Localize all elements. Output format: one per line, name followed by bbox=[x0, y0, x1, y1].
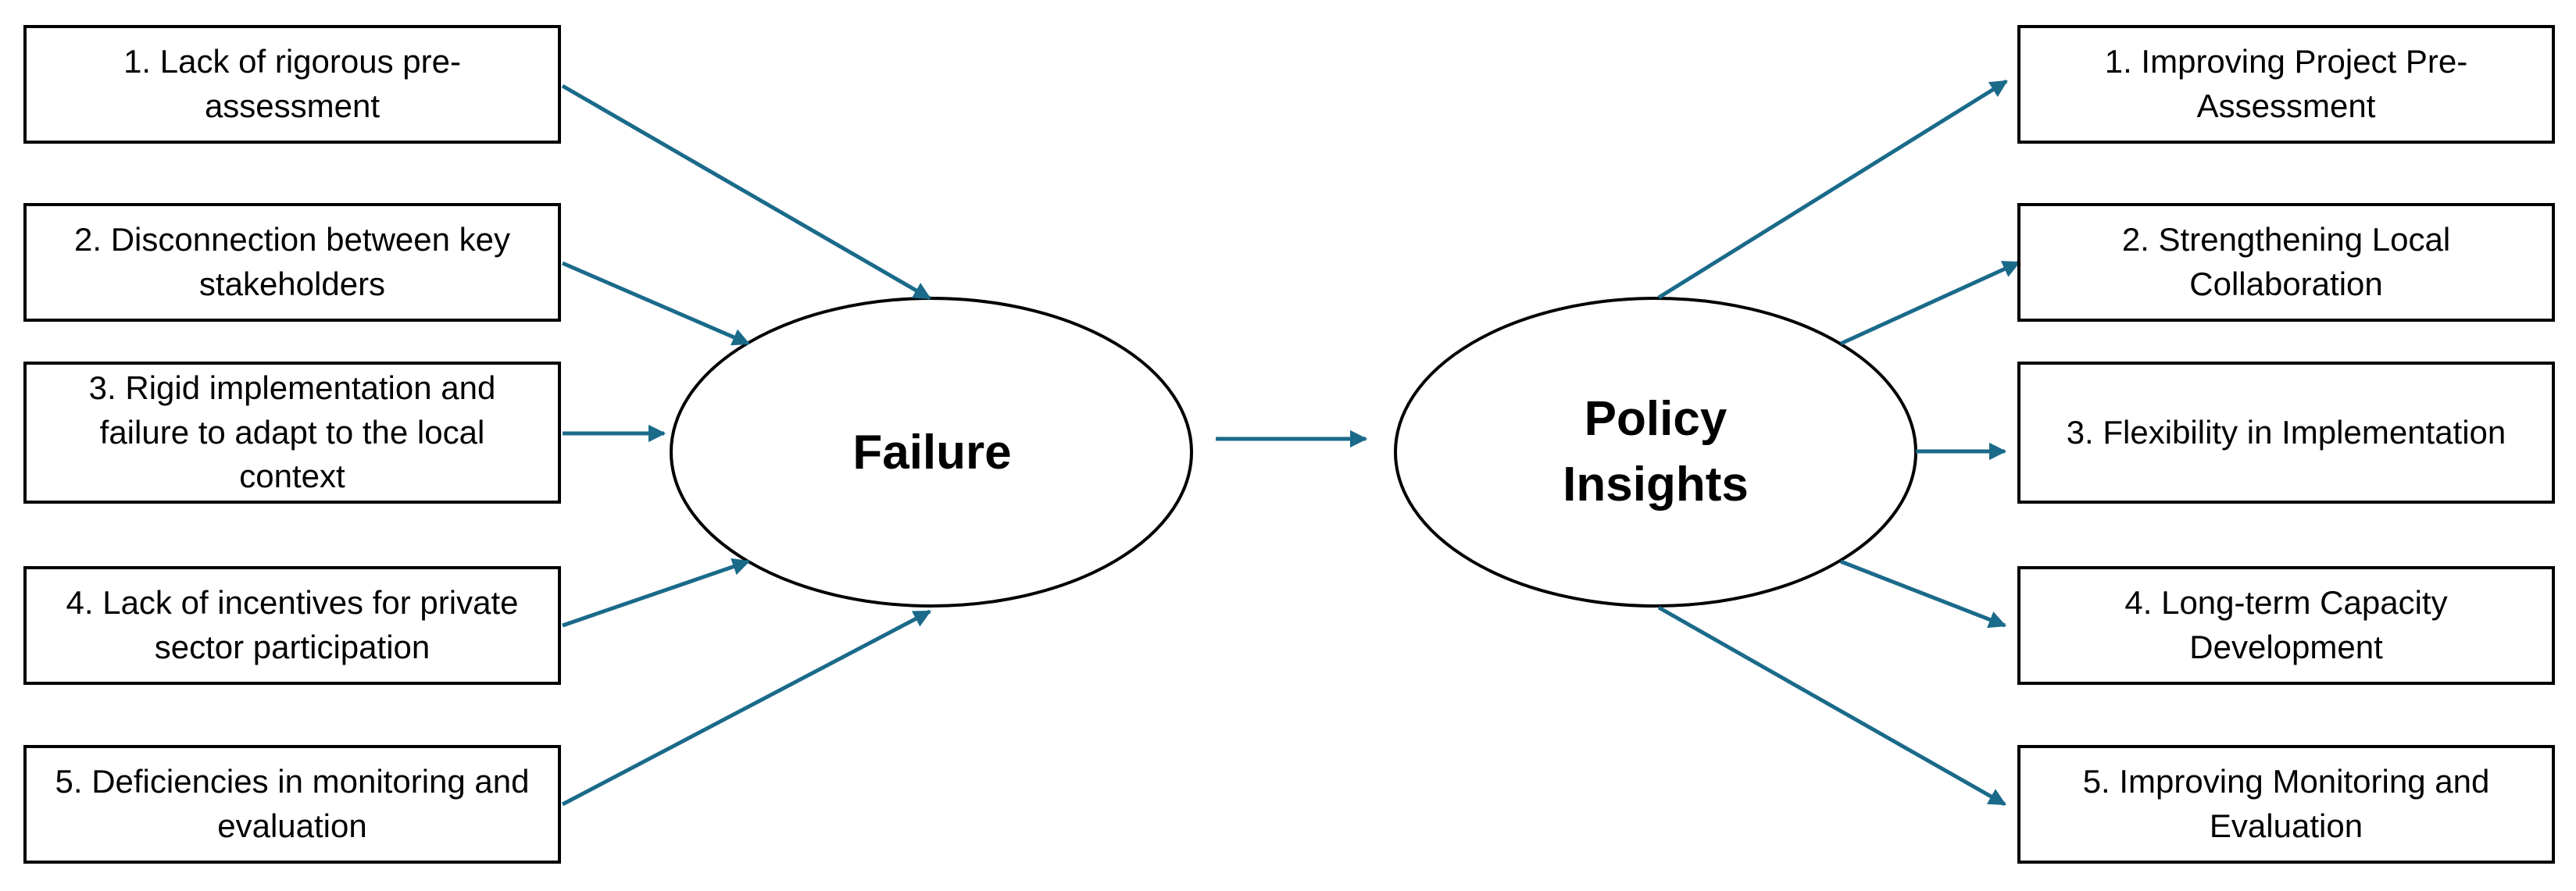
arrow-insight-5 bbox=[1657, 605, 2006, 807]
policy-insight-1: 1. Improving Project Pre-Assessment bbox=[2017, 25, 2555, 144]
failure-factor-3: 3. Rigid implementation and failure to a… bbox=[23, 362, 561, 504]
failure-ellipse bbox=[670, 297, 1193, 608]
arrow-failure-5 bbox=[561, 609, 931, 807]
failure-factor-4: 4. Lack of incentives for private sector… bbox=[23, 566, 561, 685]
arrow-insight-1 bbox=[1657, 79, 2008, 300]
failure-factor-1: 1. Lack of rigorous pre-assessment bbox=[23, 25, 561, 144]
arrow-insight-2 bbox=[1839, 260, 2021, 346]
policy-insight-3: 3. Flexibility in Implementation bbox=[2017, 362, 2555, 504]
arrow-failure-1 bbox=[561, 84, 931, 301]
arrow-insight-4 bbox=[1840, 559, 2007, 629]
failure-label: Failure bbox=[852, 425, 1012, 479]
policy-insights-label: Policy Insights bbox=[1563, 392, 1749, 511]
arrow-failure-4 bbox=[562, 558, 751, 628]
failure-factor-2: 2. Disconnection between key stakeholder… bbox=[23, 203, 561, 322]
policy-insight-4: 4. Long-term Capacity Development bbox=[2017, 566, 2555, 685]
failure-factor-5: 5. Deficiencies in monitoring and evalua… bbox=[23, 745, 561, 864]
policy-insight-2: 2. Strengthening Local Collaboration bbox=[2017, 203, 2555, 322]
arrow-failure-2 bbox=[562, 261, 751, 346]
policy-insight-5: 5. Improving Monitoring and Evaluation bbox=[2017, 745, 2555, 864]
